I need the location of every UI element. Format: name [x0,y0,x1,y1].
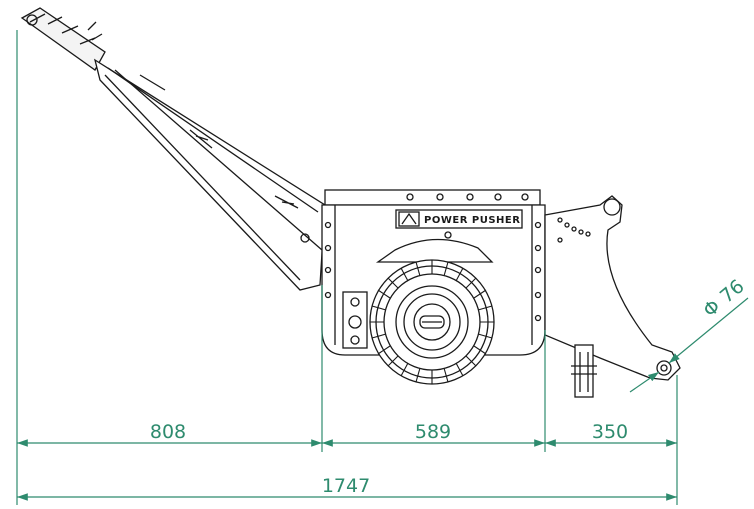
drive-wheel [369,238,495,385]
dimension-label-1747: 1747 [322,475,370,497]
dimension-label-808: 808 [150,421,186,443]
diameter-leader-tail [629,371,660,393]
handle-arm [20,7,326,291]
diameter-callout: Φ 76 [699,275,749,322]
machine-drawing [20,7,681,398]
tire-tread [370,260,494,384]
front-plate [544,195,681,381]
diameter-symbol: Φ [699,295,725,321]
brand-label: POWER PUSHER [424,215,520,226]
dimension-lines [16,30,749,505]
dimension-label-589: 589 [415,421,451,443]
caster-wheel [571,344,597,398]
brand-plate [395,209,523,239]
dimension-label-350: 350 [592,421,628,443]
diameter-leader [668,297,749,364]
dimension-label-diameter: 76 [716,275,749,307]
